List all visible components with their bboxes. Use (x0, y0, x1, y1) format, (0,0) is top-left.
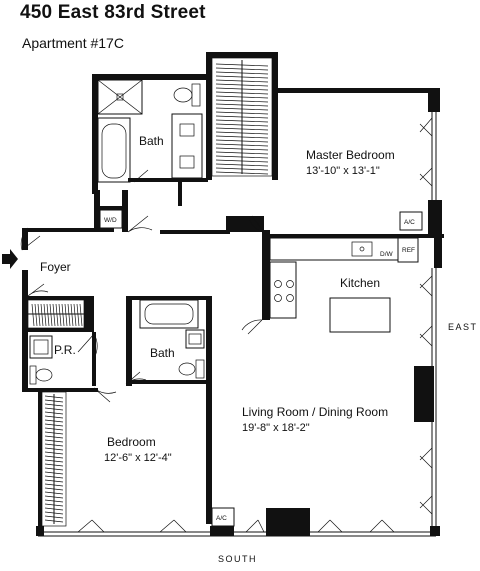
walls (22, 52, 444, 537)
second-bath-fixtures (139, 299, 205, 379)
dishwasher-label: D/W (380, 251, 394, 258)
compass-south: SOUTH (218, 554, 257, 564)
foyer-label: Foyer (40, 260, 71, 274)
master-bath-fixtures (97, 79, 203, 183)
building-address: 450 East 83rd Street (20, 2, 206, 23)
apartment-number: Apartment #17C (22, 35, 124, 51)
kitchen-label: Kitchen (340, 276, 380, 290)
closet-hatches (31, 63, 269, 523)
washer-dryer-box (99, 209, 123, 229)
powder-room-label: P.R. (54, 343, 76, 357)
master-bedroom-dims: 13'-10" x 13'-1" (306, 165, 380, 177)
living-dining-label: Living Room / Dining Room (242, 405, 388, 419)
bedroom-dims: 12'-6" x 12'-4" (104, 452, 172, 464)
powder-room-fixtures (29, 335, 53, 385)
compass-east: EAST (448, 322, 478, 332)
ac-master-label: A/C (404, 219, 415, 226)
master-bedroom-label: Master Bedroom (306, 148, 395, 162)
closet-bedroom (41, 391, 67, 527)
ac-living-box (211, 507, 235, 527)
kitchen-fixtures (269, 237, 419, 333)
ac-living-label: A/C (216, 515, 227, 522)
door-swings (20, 117, 433, 533)
washer-dryer-label: W/D (104, 217, 117, 224)
living-dining-dims: 19'-8" x 18'-2" (242, 422, 310, 434)
ac-master-box (399, 211, 423, 231)
master-bath-label: Bath (139, 134, 164, 148)
second-bath-label: Bath (150, 346, 175, 360)
refrigerator-label: REF (402, 247, 415, 254)
bedroom-label: Bedroom (107, 435, 156, 449)
entry-arrow-icon (2, 249, 18, 269)
